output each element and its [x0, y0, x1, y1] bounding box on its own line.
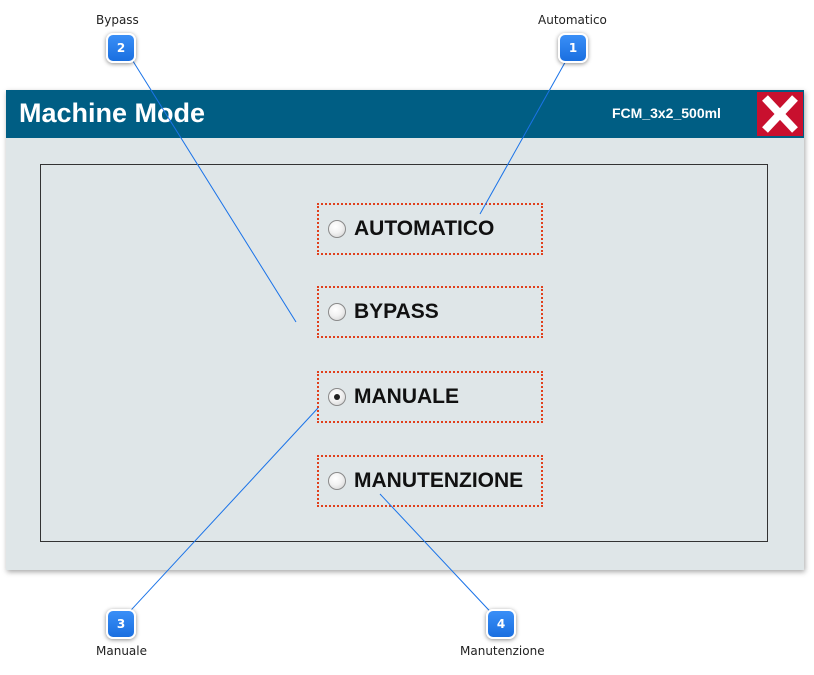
callout-badge-3: 3 — [106, 609, 136, 639]
callout-badge-4: 4 — [486, 609, 516, 639]
mode-option-manutenzione[interactable]: MANUTENZIONE — [317, 455, 543, 507]
close-button[interactable] — [757, 92, 803, 136]
title-bar: Machine Mode FCM_3x2_500ml — [6, 90, 804, 138]
callout-badge-2: 2 — [106, 33, 136, 63]
radio-button-automatico[interactable] — [328, 220, 346, 238]
callout-label-automatico: Automatico — [538, 13, 607, 27]
callout-label-bypass: Bypass — [96, 13, 139, 27]
mode-label-bypass: BYPASS — [354, 300, 439, 323]
machine-id-label: FCM_3x2_500ml — [612, 105, 721, 121]
callout-label-manuale: Manuale — [96, 644, 147, 658]
mode-label-manutenzione: MANUTENZIONE — [354, 469, 524, 492]
close-x-icon — [762, 95, 798, 133]
mode-selection-panel: AUTOMATICO BYPASS MANUALE MANUTENZIONE — [40, 164, 768, 542]
radio-button-manuale[interactable] — [328, 388, 346, 406]
mode-option-manuale[interactable]: MANUALE — [317, 371, 543, 423]
machine-mode-window: Machine Mode FCM_3x2_500ml AUTOMATICO BY… — [6, 90, 804, 570]
radio-button-manutenzione[interactable] — [328, 472, 346, 490]
mode-label-automatico: AUTOMATICO — [354, 217, 495, 240]
radio-selected-dot — [334, 394, 340, 400]
mode-option-bypass[interactable]: BYPASS — [317, 286, 543, 338]
window-title: Machine Mode — [19, 98, 206, 128]
mode-label-manuale: MANUALE — [354, 385, 459, 408]
callout-label-manutenzione: Manutenzione — [460, 644, 545, 658]
callout-badge-1: 1 — [558, 33, 588, 63]
radio-button-bypass[interactable] — [328, 303, 346, 321]
mode-option-automatico[interactable]: AUTOMATICO — [317, 203, 543, 255]
